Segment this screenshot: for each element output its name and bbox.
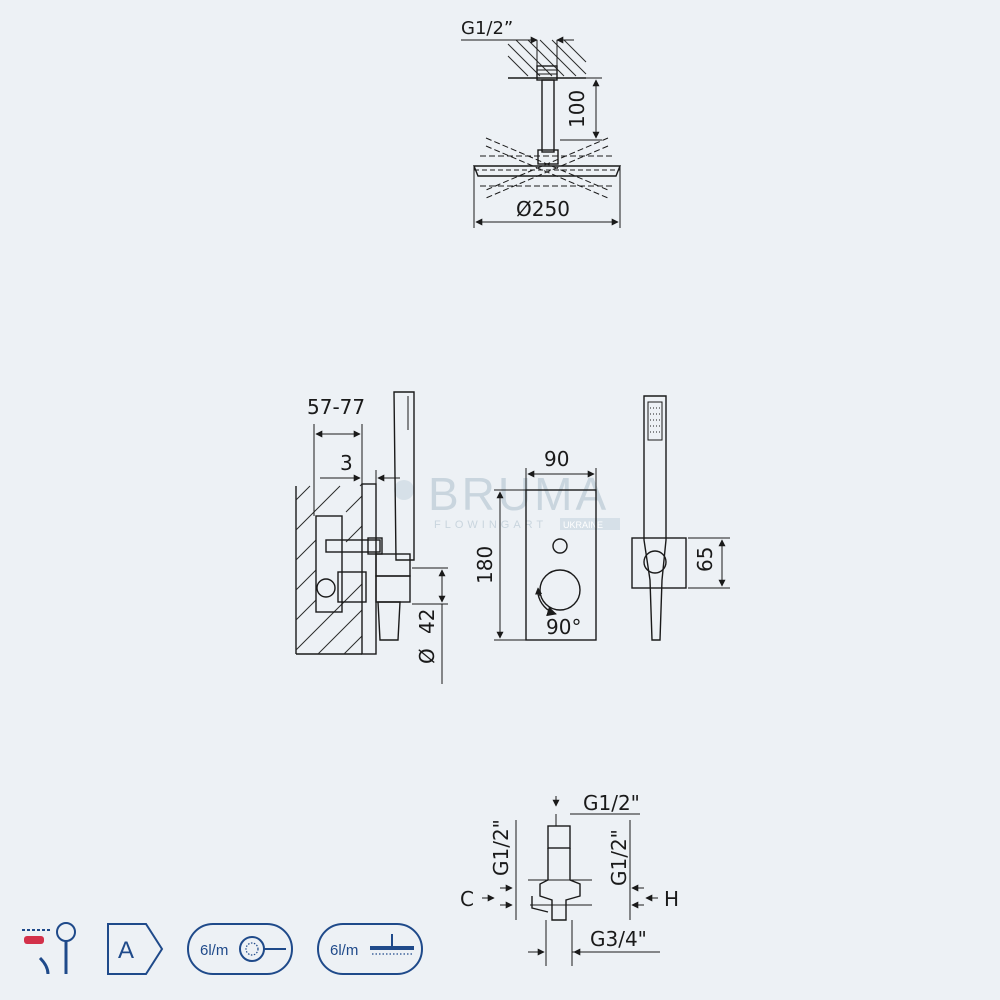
outlet-diameter-value: 42 [415, 609, 439, 634]
hot-inlet-label: H [664, 887, 679, 911]
mixer-knob-icon [539, 569, 581, 611]
plate-offset-label: 3 [340, 451, 353, 475]
depth-range-label: 57-77 [307, 395, 365, 419]
front-width-label: 90 [544, 447, 569, 471]
watermark-tagline: FLOWINGART [434, 519, 547, 531]
watermark-brand: BRUMA [428, 468, 609, 520]
front-view: 90° 90 180 [473, 447, 597, 641]
rough-in-valve-view: G1/2" G1/2" C G1/2" H G3/4" [460, 791, 679, 966]
hand-shower-icon [239, 936, 265, 962]
rain-shower-flow-badge: 6l/m [317, 923, 423, 975]
ceiling-hatch [507, 39, 587, 79]
selector-knob-icon [552, 538, 568, 554]
energy-class-badge: A [107, 923, 164, 975]
feature-badges: A 6l/m 6l/m [22, 922, 423, 975]
front-height-label: 180 [473, 546, 497, 584]
watermark-logo-icon [394, 480, 414, 500]
valve-left-thread-label: G1/2" [489, 819, 513, 876]
energy-class-label: A [118, 937, 134, 964]
hand-flow-label: 6l/m [200, 942, 228, 959]
outlet-diameter-symbol: Ø [415, 648, 439, 664]
thermostatic-mixer-icon [22, 922, 76, 975]
valve-top-thread-label: G1/2" [583, 791, 640, 815]
inlet-thread-label: G3/4" [590, 927, 647, 951]
cold-inlet-label: C [460, 887, 474, 911]
head-diameter-label: Ø250 [516, 197, 570, 221]
ceiling-thread-label: G1/2” [461, 18, 513, 39]
brand-watermark: BRUMA FLOWINGART UKRAINE [394, 468, 620, 531]
spray-nozzles [650, 407, 660, 433]
wall-hatch [295, 483, 363, 655]
arm-length-label: 100 [565, 90, 589, 128]
rain-shower-icon [370, 934, 414, 955]
rain-shower-view: G1/2” 100 Ø250 [461, 18, 622, 228]
head-flow-label: 6l/m [330, 942, 358, 959]
hand-shower-holder-view: 65 [631, 395, 730, 641]
rotation-label: 90° [546, 615, 581, 639]
watermark-region: UKRAINE [563, 520, 603, 530]
valve-right-thread-label: G1/2" [607, 829, 631, 886]
holder-height-label: 65 [693, 547, 717, 572]
hand-shower-flow-badge: 6l/m [187, 923, 293, 975]
side-section-view: 57-77 3 Ø 42 [295, 391, 448, 684]
